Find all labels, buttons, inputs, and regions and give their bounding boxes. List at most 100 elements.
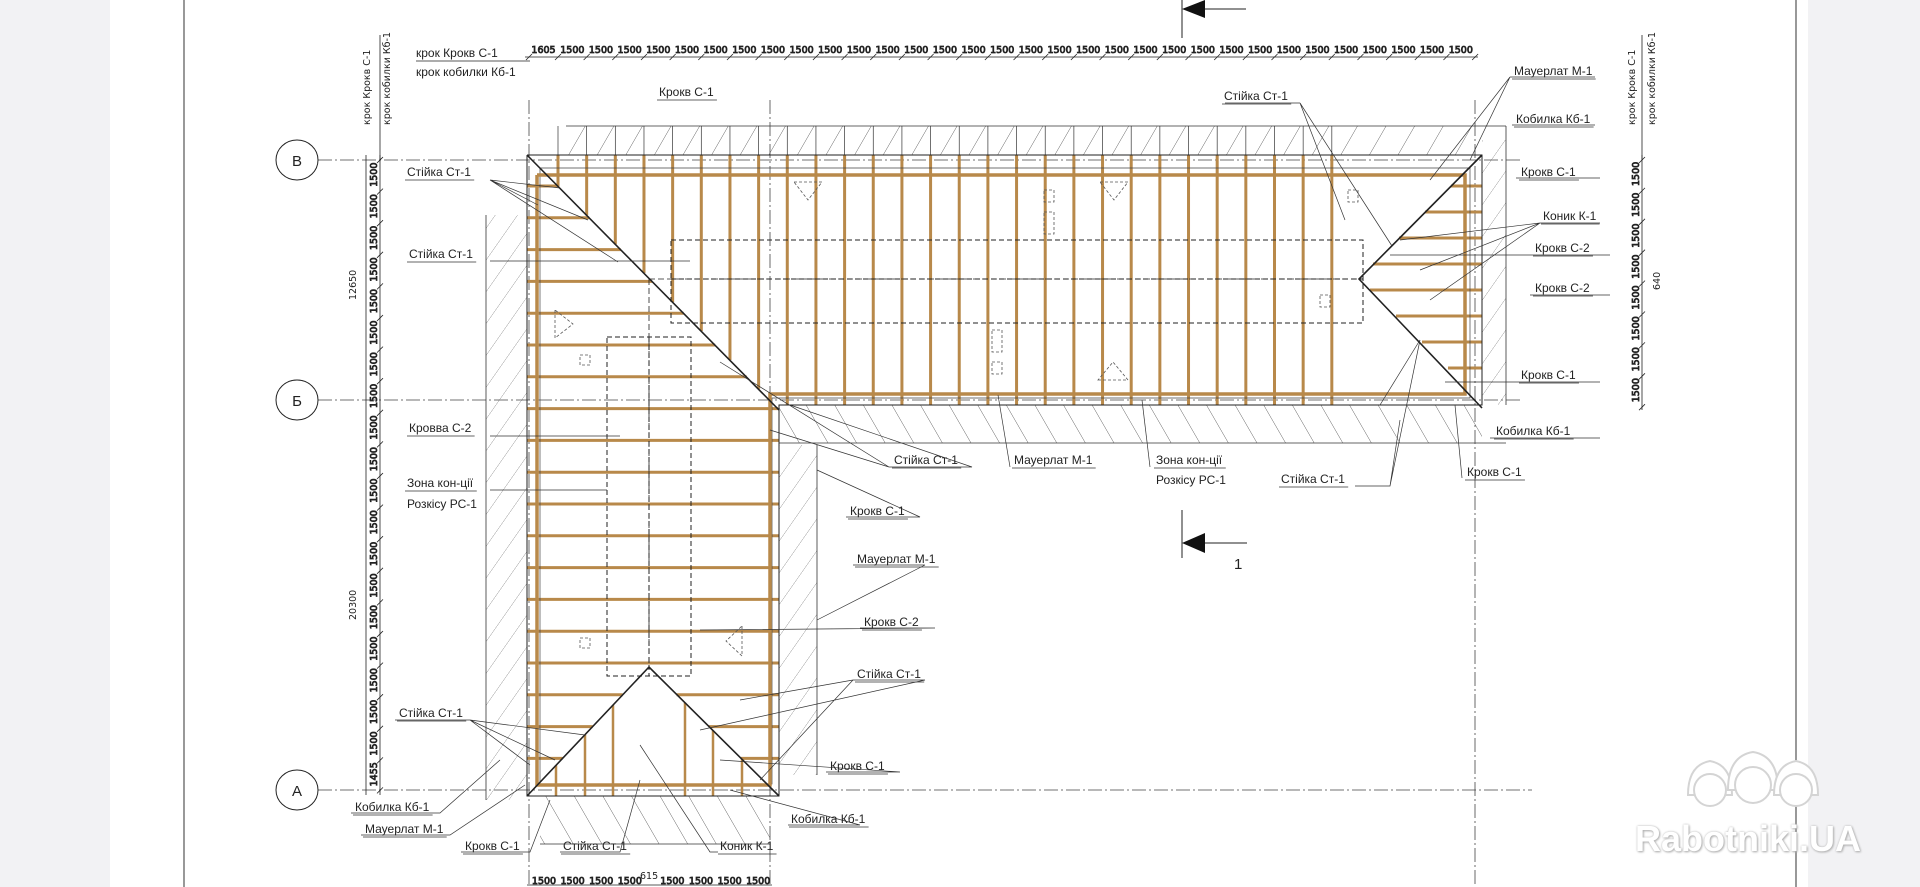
vertical-header-right-1: крок Крокв С-1 <box>1627 50 1638 125</box>
label-jack-rafter: Кобилка Кб-1 <box>1496 424 1571 438</box>
label-rafter: Крокв С-1 <box>1521 368 1576 382</box>
vertical-header-right-2: крок кобилки Кб-1 <box>1647 32 1658 125</box>
dimension-value: 1500 <box>675 45 699 56</box>
dimension-value: 1500 <box>847 45 871 56</box>
dimension-tick <box>376 251 384 259</box>
dimension-tick <box>1638 311 1646 318</box>
dimension-value: 1500 <box>369 163 380 187</box>
dimension-tick <box>376 188 384 195</box>
axis-marker-top: В <box>275 139 319 181</box>
dimension-tick <box>726 53 734 61</box>
label-rafter: Крокв С-1 <box>659 85 714 99</box>
dimension-tick <box>376 377 384 385</box>
label-ridge: Коник К-1 <box>720 839 774 853</box>
dimension-tick <box>812 53 820 61</box>
callout-labels: Крокв С-1 Стійка Ст-1 Стійка Ст-1 Кровва… <box>353 64 1600 855</box>
dimension-tick <box>376 535 384 543</box>
header-jack-step: крок кобилки Кб-1 <box>416 65 516 79</box>
dimension-tick <box>376 599 384 606</box>
dimension-value: 1500 <box>1631 255 1642 279</box>
dimension-tick <box>1638 403 1646 411</box>
dimension-tick <box>376 787 384 794</box>
label-jack-rafter: Кобилка Кб-1 <box>1516 112 1591 126</box>
dimension-value: 1500 <box>369 542 380 566</box>
dimension-tick <box>376 567 384 575</box>
dimension-tick <box>376 630 384 638</box>
dimension-value: 1500 <box>1631 162 1642 186</box>
label-rafter: Крокв С-2 <box>1535 281 1590 295</box>
dimension-tick <box>1414 53 1422 61</box>
dimension-tick <box>1156 53 1164 61</box>
dimension-value: 1500 <box>1334 45 1358 56</box>
axis-marker-bottom: А <box>275 769 319 811</box>
dimension-value: 1500 <box>369 352 380 376</box>
dimension-value: 1500 <box>689 876 713 887</box>
axis-label: Б <box>292 393 302 410</box>
section-marker-bottom: 1 <box>1181 510 1247 573</box>
dimension-value: 1500 <box>369 447 380 471</box>
axis-label: А <box>292 783 302 800</box>
dimension-tick <box>1185 53 1192 61</box>
dimension-value: 1500 <box>990 45 1014 56</box>
dimension-value: 1500 <box>532 876 556 887</box>
axis-label: В <box>292 153 302 170</box>
dimension-tick <box>376 409 384 417</box>
dimension-value: 1455 <box>369 762 380 786</box>
dimension-value: 1500 <box>1191 45 1215 56</box>
dimension-tick <box>1357 53 1364 61</box>
dimension-value: 1500 <box>718 876 742 887</box>
label-rafter: Крокв С-1 <box>465 839 520 853</box>
dimension-value: 1500 <box>1047 45 1071 56</box>
label-post: Стійка Ст-1 <box>563 839 627 853</box>
dimension-tick <box>1638 187 1646 195</box>
section-marker-top <box>1181 0 1246 38</box>
bracing-zone <box>606 239 1364 677</box>
axis-marker-middle: Б <box>275 379 319 421</box>
dimension-value: 1500 <box>369 194 380 218</box>
dimension-value: 1500 <box>560 45 584 56</box>
dimension-value: 1500 <box>818 45 842 56</box>
dimension-tick <box>783 53 791 61</box>
label-post: Стійка Ст-1 <box>407 165 471 179</box>
dimension-tick <box>698 53 705 61</box>
dimension-tick <box>376 346 384 353</box>
label-rafter: Крокв С-1 <box>1467 465 1522 479</box>
dimension-value: 1500 <box>1420 45 1444 56</box>
left-gutter <box>0 0 110 887</box>
label-rafter: Крокв С-2 <box>1535 241 1590 255</box>
dimension-tick <box>1471 53 1479 61</box>
dimension-value: 1500 <box>369 605 380 629</box>
dimension-value: 1500 <box>1391 45 1415 56</box>
dimension-value: 1500 <box>1305 45 1329 56</box>
dimension-value: 1500 <box>1105 45 1129 56</box>
dimension-tick <box>376 472 384 480</box>
dimension-value: 1500 <box>369 510 380 534</box>
dimension-value: 1500 <box>1631 378 1642 402</box>
label-jack-rafter: Кобилка Кб-1 <box>791 812 866 826</box>
dimension-value: 1500 <box>1631 347 1642 371</box>
dimension-value: 1500 <box>1248 45 1272 56</box>
label-jack-rafter: Кобилка Кб-1 <box>355 800 430 814</box>
dimension-value: 1500 <box>589 876 613 887</box>
watermark-text: Rabotniki.UA <box>1635 818 1862 859</box>
label-post: Стійка Ст-1 <box>857 667 921 681</box>
dimension-tick <box>583 53 590 61</box>
overhang-hatching <box>485 125 1507 845</box>
overall-dim-right: 640 <box>1652 272 1663 290</box>
vertical-header-left-2: крок кобилки Кб-1 <box>382 32 393 125</box>
label-ridge: Коник К-1 <box>1543 209 1597 223</box>
label-rafter: Кровва С-2 <box>409 421 472 435</box>
dimension-tick <box>869 53 877 61</box>
label-bracing-zone: Розкісу РС-1 <box>1156 473 1226 487</box>
dimension-value: 1500 <box>746 876 770 887</box>
dimension-tick <box>612 53 619 61</box>
label-post: Стійка Ст-1 <box>409 247 473 261</box>
watermark-logo-icon <box>1686 750 1820 807</box>
dimension-value: 1500 <box>732 45 756 56</box>
label-post: Стійка Ст-1 <box>894 453 958 467</box>
label-rafter: Крокв С-1 <box>1521 165 1576 179</box>
dimension-value: 1500 <box>561 876 585 887</box>
dimension-tick <box>669 53 676 61</box>
dimension-value: 1500 <box>369 479 380 503</box>
label-mauerlat: Мауерлат М-1 <box>365 822 444 836</box>
